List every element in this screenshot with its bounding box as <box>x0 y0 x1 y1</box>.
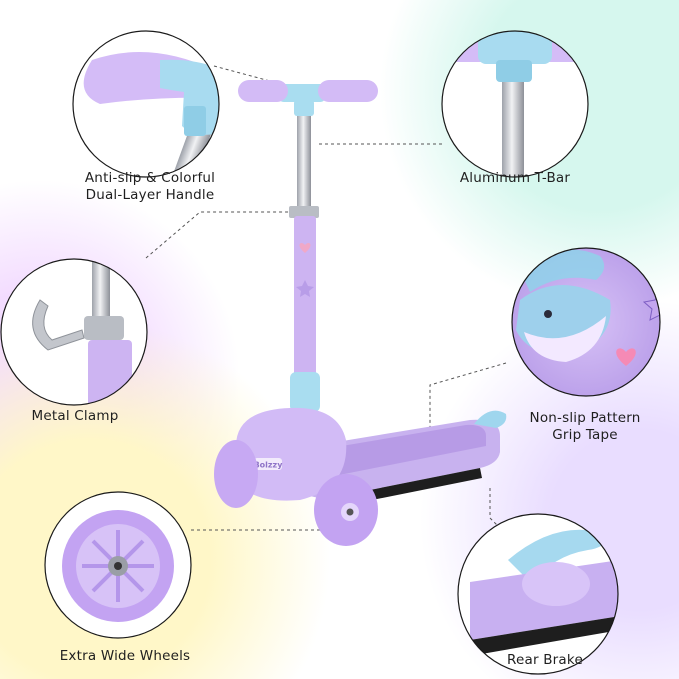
label-tbar-line1: Aluminum T-Bar <box>459 170 571 186</box>
rear-brake <box>474 410 507 428</box>
stem-upper <box>297 112 311 212</box>
stem-collar <box>290 372 320 412</box>
stem-star <box>296 280 314 297</box>
leader-handle <box>213 65 297 89</box>
grip-left <box>238 80 288 102</box>
brand-badge <box>254 458 282 470</box>
clamp <box>289 206 319 218</box>
label-handle: Anti-slip & Colorful Dual-Layer Handle <box>70 170 230 204</box>
leader-brake <box>489 488 501 529</box>
label-grip-tape-line1: Non-slip Pattern <box>529 410 641 426</box>
brand-text: Bolzzy <box>254 461 284 470</box>
label-clamp-line1: Metal Clamp <box>31 408 119 424</box>
stem-heart <box>299 242 311 253</box>
grip-right <box>318 80 378 102</box>
stem-lower <box>294 216 316 376</box>
leader-lines <box>145 65 507 531</box>
handle-detail <box>72 30 220 178</box>
grip-tape <box>314 424 486 477</box>
tbar-detail <box>441 30 589 178</box>
label-grip-tape: Non-slip Pattern Grip Tape <box>505 410 665 444</box>
wheel-detail <box>44 491 192 639</box>
clamp-detail <box>0 258 148 406</box>
label-wheels-line1: Extra Wide Wheels <box>59 648 191 664</box>
brake-detail <box>457 513 619 675</box>
label-grip-tape-line2: Grip Tape <box>552 427 618 443</box>
tbar-neck <box>294 100 314 116</box>
label-wheels: Extra Wide Wheels <box>40 648 210 665</box>
label-brake-line1: Rear Brake <box>507 652 583 668</box>
front-body <box>236 407 347 501</box>
label-handle-line1: Anti-slip & Colorful <box>84 170 216 186</box>
leader-grip <box>429 362 507 455</box>
label-handle-line2: Dual-Layer Handle <box>85 187 215 203</box>
label-brake: Rear Brake <box>490 652 600 669</box>
grip-tape-detail <box>511 247 661 397</box>
front-right-wheel-axle <box>346 508 354 516</box>
front-left-wheel <box>214 440 258 508</box>
leader-clamp <box>145 211 296 259</box>
scooter: Bolzzy <box>214 80 507 546</box>
label-tbar: Aluminum T-Bar <box>440 170 590 187</box>
tbar-center <box>278 84 326 102</box>
label-clamp: Metal Clamp <box>20 408 130 425</box>
